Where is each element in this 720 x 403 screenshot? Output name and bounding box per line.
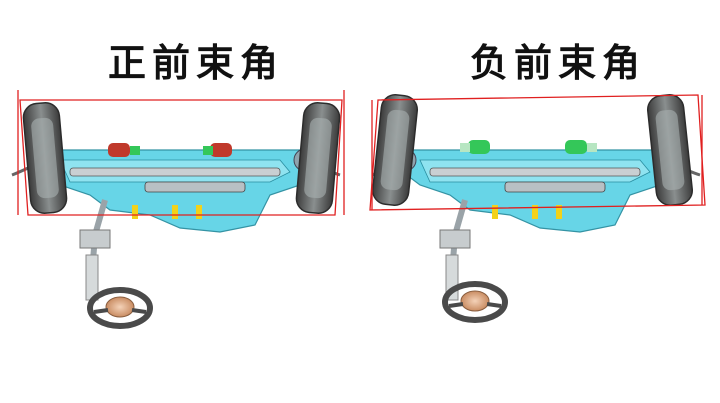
steering-wheel-icon [90, 290, 150, 326]
steering-wheel-icon [445, 284, 505, 320]
right-wheel-toe-in [294, 100, 342, 216]
title-toe-out: 负前束角 [470, 40, 647, 85]
title-toe-in: 正前束角 [108, 40, 285, 85]
left-wheel-toe-in [21, 100, 69, 216]
toe-in-diagram [12, 90, 345, 326]
right-wheel-toe-out [645, 92, 695, 208]
toe-out-diagram [370, 92, 706, 320]
left-wheel-toe-out [370, 92, 420, 208]
